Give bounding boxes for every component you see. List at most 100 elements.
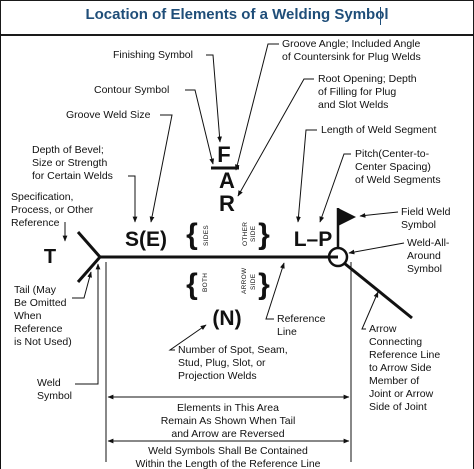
weld-all-around-label: Weld-All- Around Symbol — [407, 237, 450, 275]
svg-text:Joint or Arrow: Joint or Arrow — [369, 388, 434, 400]
svg-text:Line: Line — [277, 326, 297, 338]
svg-text:Projection Welds: Projection Welds — [178, 370, 257, 382]
finishing-symbol-label: Finishing Symbol — [113, 49, 193, 61]
left-upper-brace: { — [186, 218, 198, 251]
svg-text:of Filling for Plug: of Filling for Plug — [318, 86, 396, 98]
tail-label: Tail (May Be Omitted When Reference is N… — [14, 284, 72, 348]
field-weld-flag-icon — [338, 208, 356, 226]
groove-weld-size-leader — [149, 114, 173, 223]
other-side-label-2: SIDE — [250, 225, 257, 242]
arrow-side-label-2: SIDE — [250, 273, 257, 290]
root-opening-letter: R — [219, 191, 235, 216]
number-of-spot-leader — [168, 324, 207, 351]
left-lower-brace: { — [186, 268, 198, 301]
svg-text:Reference: Reference — [11, 217, 60, 229]
right-lower-brace: } — [258, 268, 270, 301]
weld-all-around-leader — [348, 242, 405, 255]
text-cursor — [380, 7, 381, 25]
right-upper-brace: } — [258, 218, 270, 251]
depth-of-bevel-label: Depth of Bevel; Size or Strength for Cer… — [32, 144, 113, 182]
groove-angle-leader — [235, 43, 279, 171]
arrow-line — [343, 261, 413, 320]
length-of-weld-segment-label: Length of Weld Segment — [321, 124, 436, 136]
svg-text:Number of Spot, Seam,: Number of Spot, Seam, — [178, 344, 288, 356]
svg-text:Symbol: Symbol — [37, 390, 72, 402]
svg-text:Symbol: Symbol — [407, 263, 442, 275]
reference-line-label: Reference Line — [277, 313, 326, 338]
depth-of-bevel-leader — [128, 175, 138, 223]
contour-symbol-label: Contour Symbol — [94, 84, 169, 96]
svg-text:is Not Used): is Not Used) — [14, 336, 72, 348]
field-weld-leader — [359, 211, 399, 218]
tail-reference-letter: T — [44, 246, 56, 268]
finishing-leader — [206, 54, 222, 143]
length-leader — [296, 129, 317, 223]
svg-text:Reference: Reference — [14, 323, 63, 335]
svg-text:Arrow: Arrow — [369, 323, 397, 335]
svg-text:and Arrow are Reversed: and Arrow are Reversed — [171, 428, 284, 440]
svg-text:When: When — [14, 310, 42, 322]
svg-text:Within the Length of the Refer: Within the Length of the Reference Line — [135, 458, 320, 469]
svg-text:Depth of Bevel;: Depth of Bevel; — [32, 144, 104, 156]
elements-area-label: Elements in This Area Remain As Shown Wh… — [161, 402, 296, 440]
svg-text:and Slot Welds: and Slot Welds — [318, 99, 388, 111]
weld-symbols-contained-label: Weld Symbols Shall Be Contained Within t… — [135, 445, 320, 469]
both-label: BOTH — [202, 273, 209, 292]
groove-weld-size-label: Groove Weld Size — [66, 109, 151, 121]
arrow-side-label-1: ARROW — [241, 267, 248, 294]
size-symbol: S(E) — [125, 228, 167, 251]
svg-text:Process, or Other: Process, or Other — [11, 204, 94, 216]
svg-text:Specification,: Specification, — [11, 191, 73, 203]
page-title: Location of Elements of a Welding Symbol — [85, 6, 389, 23]
svg-text:Side of Joint: Side of Joint — [369, 401, 427, 413]
svg-text:Elements in This Area: Elements in This Area — [177, 402, 279, 414]
number-of-welds-symbol: (N) — [212, 307, 241, 330]
svg-text:to Arrow Side: to Arrow Side — [369, 362, 432, 374]
svg-text:Reference Line: Reference Line — [369, 349, 440, 361]
svg-text:Symbol: Symbol — [401, 219, 436, 231]
title-bar — [0, 0, 474, 36]
tail-leader — [72, 271, 92, 299]
field-weld-label: Field Weld Symbol — [401, 206, 451, 231]
weld-symbol-leader — [75, 263, 101, 385]
svg-text:Weld: Weld — [37, 377, 61, 389]
other-side-label-1: OTHER — [242, 222, 249, 246]
tail — [76, 231, 102, 283]
svg-text:Around: Around — [407, 250, 441, 262]
svg-text:Member of: Member of — [369, 375, 419, 387]
svg-text:Weld Symbols Shall Be Containe: Weld Symbols Shall Be Contained — [148, 445, 308, 457]
contour-leader — [185, 89, 215, 165]
weld-symbol-label: Weld Symbol — [37, 377, 72, 402]
groove-angle-letter: A — [219, 168, 235, 193]
pitch-leader — [319, 153, 351, 223]
svg-text:Connecting: Connecting — [369, 336, 422, 348]
groove-angle-label: Groove Angle; Included Angle of Counters… — [282, 38, 421, 63]
svg-text:for Certain Welds: for Certain Welds — [32, 170, 113, 182]
svg-text:Field Weld: Field Weld — [401, 206, 451, 218]
svg-text:of Countersink for Plug Welds: of Countersink for Plug Welds — [282, 51, 421, 63]
svg-text:Center Spacing): Center Spacing) — [355, 161, 431, 173]
sides-label: SIDES — [203, 225, 210, 246]
svg-text:of Weld Segments: of Weld Segments — [355, 174, 441, 186]
svg-text:Stud, Plug, Slot, or: Stud, Plug, Slot, or — [178, 357, 266, 369]
arrow-leader — [361, 291, 379, 330]
svg-text:Be Omitted: Be Omitted — [14, 297, 67, 309]
root-opening-leader — [237, 78, 314, 197]
svg-text:Tail (May: Tail (May — [14, 284, 57, 296]
svg-text:Size or Strength: Size or Strength — [32, 157, 107, 169]
svg-text:Root Opening; Depth: Root Opening; Depth — [318, 73, 417, 85]
svg-text:Weld-All-: Weld-All- — [407, 237, 450, 249]
arrow-label: Arrow Connecting Reference Line to Arrow… — [369, 323, 440, 413]
specification-label: Specification, Process, or Other Referen… — [11, 191, 94, 229]
number-of-spot-label: Number of Spot, Seam, Stud, Plug, Slot, … — [178, 344, 288, 382]
pitch-label: Pitch(Center-to- Center Spacing) of Weld… — [355, 148, 441, 186]
finishing-letter: F — [217, 142, 230, 167]
svg-text:Reference: Reference — [277, 313, 326, 325]
root-opening-label: Root Opening; Depth of Filling for Plug … — [318, 73, 417, 111]
reference-line-leader — [265, 262, 285, 320]
svg-text:Groove Angle; Included Angle: Groove Angle; Included Angle — [282, 38, 421, 50]
svg-text:Pitch(Center-to-: Pitch(Center-to- — [355, 148, 430, 160]
svg-text:Remain As Shown When Tail: Remain As Shown When Tail — [161, 415, 296, 427]
